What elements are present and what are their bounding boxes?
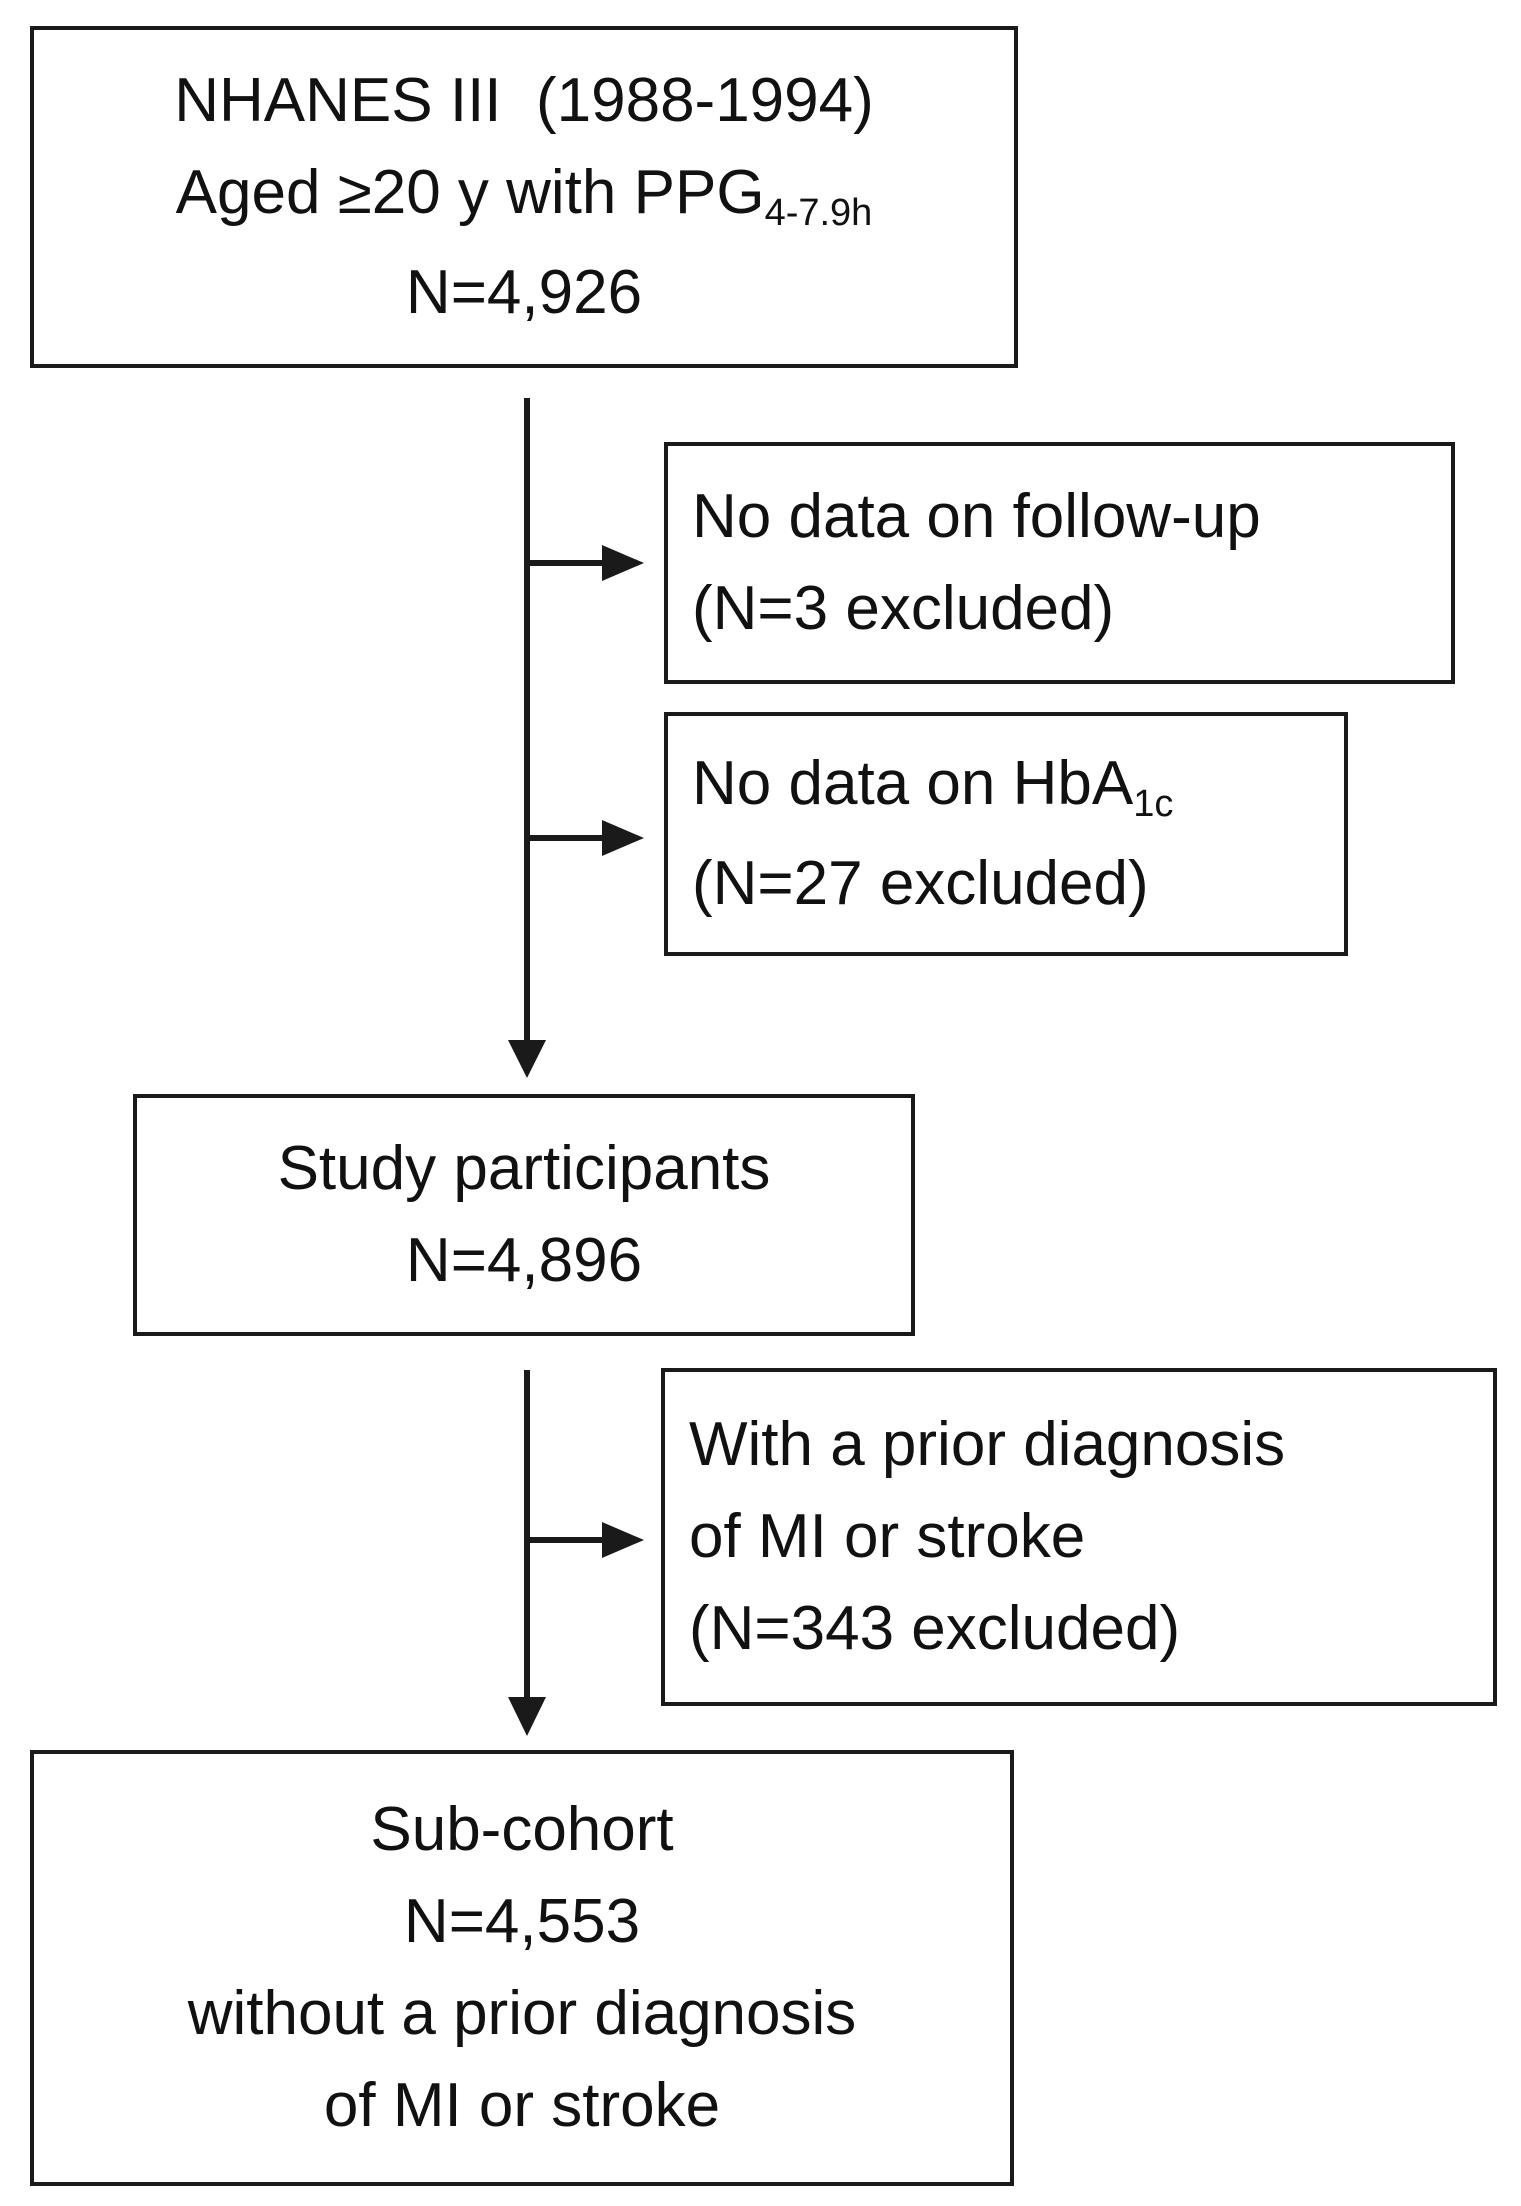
box-exclusion-prior-diagnosis: With a prior diagnosis of MI or stroke (… [661, 1368, 1497, 1706]
arrowhead-to-followup [602, 545, 644, 581]
subcohort-desc-line2: of MI or stroke [323, 2071, 721, 2140]
source-count: N=4,926 [405, 258, 643, 327]
box-exclusion-followup: No data on follow-up (N=3 excluded) [664, 442, 1455, 684]
prior-reason-line2: of MI or stroke [689, 1502, 1086, 1571]
box-study-participants: Study participants N=4,896 [133, 1094, 915, 1336]
prior-count: (N=343 excluded) [689, 1594, 1181, 1663]
arrowhead-to-subcohort [508, 1697, 546, 1736]
study-label: Study participants [277, 1134, 771, 1203]
source-criteria-main: Aged ≥20 y with PPG [175, 158, 765, 227]
subcohort-desc-line1: without a prior diagnosis [187, 1979, 857, 2048]
source-title: NHANES III (1988-1994) [174, 66, 874, 135]
followup-reason: No data on follow-up [692, 482, 1261, 551]
followup-count: (N=3 excluded) [692, 574, 1115, 643]
prior-reason-line1: With a prior diagnosis [689, 1410, 1286, 1479]
source-criteria-subscript: 4-7.9h [764, 192, 873, 234]
hba1c-reason: No data on HbA1c [692, 738, 1173, 838]
hba1c-reason-subscript: 1c [1133, 783, 1174, 825]
source-criteria: Aged ≥20 y with PPG4-7.9h [176, 147, 873, 247]
box-nhanes-source: NHANES III (1988-1994) Aged ≥20 y with P… [30, 26, 1018, 368]
box-exclusion-hba1c: No data on HbA1c (N=27 excluded) [664, 712, 1348, 956]
hba1c-count: (N=27 excluded) [692, 849, 1149, 918]
arrowhead-to-prior [602, 1522, 644, 1558]
study-count: N=4,896 [405, 1226, 643, 1295]
hba1c-reason-main: No data on HbA [692, 749, 1134, 818]
subcohort-label: Sub-cohort [370, 1795, 674, 1864]
subcohort-count: N=4,553 [403, 1887, 641, 1956]
box-sub-cohort: Sub-cohort N=4,553 without a prior diagn… [30, 1750, 1014, 2186]
arrowhead-to-study [508, 1040, 546, 1078]
arrowhead-to-hba1c [602, 820, 644, 856]
